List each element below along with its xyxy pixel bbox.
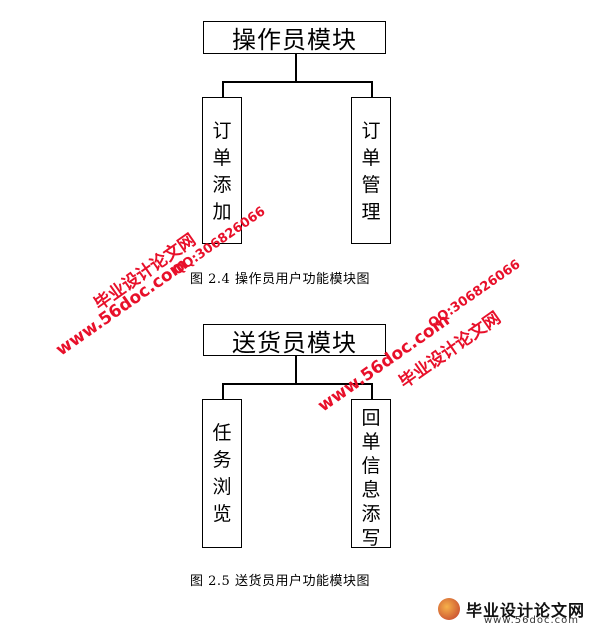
node-char: 单 bbox=[361, 147, 381, 169]
connector-line bbox=[222, 383, 224, 400]
connector-line bbox=[222, 383, 372, 385]
connector-line bbox=[222, 81, 372, 83]
operator-module-box: 操作员模块 bbox=[203, 21, 386, 54]
footer-logo: 毕业设计论文网 bbox=[438, 597, 585, 621]
node-char: 回 bbox=[361, 407, 381, 429]
receipt-info-box: 回 单 信 息 添 写 bbox=[351, 399, 391, 549]
connector-line bbox=[371, 383, 373, 400]
node-char: 理 bbox=[361, 201, 381, 223]
order-add-box: 订 单 添 加 bbox=[202, 97, 242, 244]
node-char: 务 bbox=[212, 449, 232, 471]
order-manage-box: 订 单 管 理 bbox=[351, 97, 391, 244]
node-char: 息 bbox=[361, 479, 381, 501]
delivery-module-label: 送货员模块 bbox=[232, 328, 357, 357]
node-char: 订 bbox=[212, 120, 232, 142]
footer-logo-text: 毕业设计论文网 bbox=[466, 601, 586, 620]
node-char: 管 bbox=[361, 174, 381, 196]
node-char: 添 bbox=[361, 503, 381, 525]
connector-line bbox=[371, 81, 373, 98]
node-char: 任 bbox=[212, 422, 232, 444]
node-char: 览 bbox=[212, 503, 232, 525]
node-char: 订 bbox=[361, 120, 381, 142]
node-char: 写 bbox=[361, 527, 381, 549]
figure-caption-2-4: 图 2.4 操作员用户功能模块图 bbox=[190, 272, 370, 287]
node-char: 加 bbox=[212, 201, 232, 223]
node-char: 浏 bbox=[212, 476, 232, 498]
node-char: 单 bbox=[361, 431, 381, 453]
task-browse-box: 任 务 浏 览 bbox=[202, 399, 242, 548]
delivery-module-box: 送货员模块 bbox=[203, 324, 386, 357]
logo-icon bbox=[438, 598, 460, 620]
connector-line bbox=[295, 54, 297, 81]
node-char: 单 bbox=[212, 147, 232, 169]
figure-caption-2-5: 图 2.5 送货员用户功能模块图 bbox=[190, 574, 370, 589]
operator-module-label: 操作员模块 bbox=[232, 26, 357, 54]
connector-line bbox=[295, 356, 297, 383]
footer-url: www.56doc.com bbox=[484, 615, 580, 626]
connector-line bbox=[222, 81, 224, 98]
node-char: 信 bbox=[361, 455, 381, 477]
node-char: 添 bbox=[212, 174, 232, 196]
